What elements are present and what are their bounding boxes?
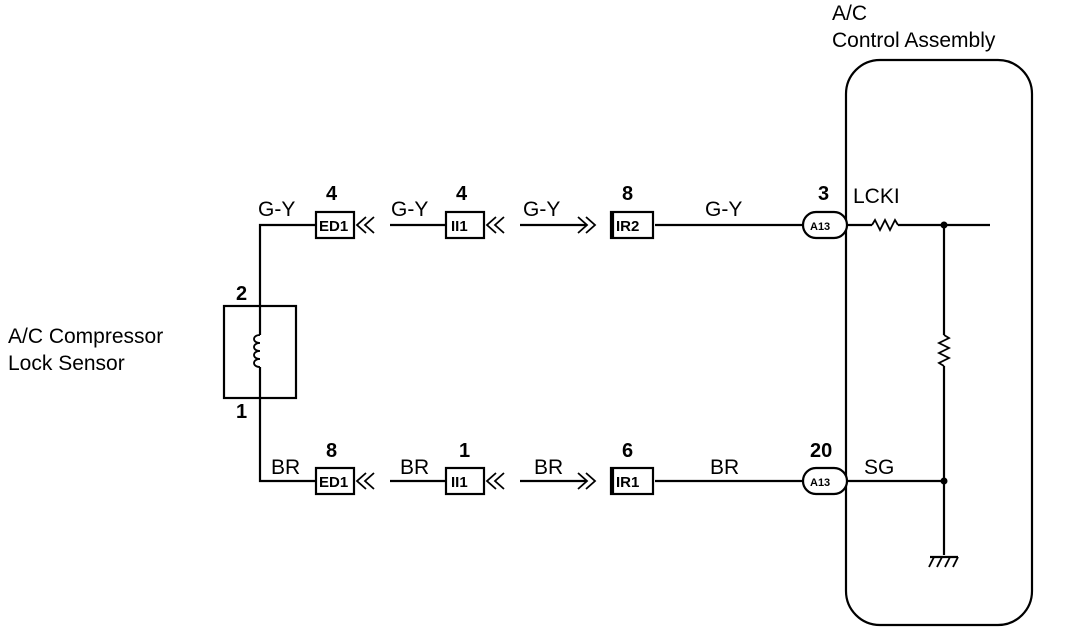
connector-ii1-bottom-code: II1: [451, 474, 468, 491]
sensor-pin-bottom: 1: [236, 401, 247, 423]
connector-ir2-top-code: IR2: [616, 218, 639, 235]
sensor-coil-icon: [253, 334, 261, 368]
ground-icon: [928, 555, 959, 568]
arrow-icon: [485, 216, 505, 234]
wire-color-bottom-2: BR: [400, 456, 429, 479]
arrow-icon: [577, 216, 597, 234]
arrow-icon: [577, 472, 597, 490]
connector-a13-bottom-pin: 20: [810, 440, 832, 462]
arrow-icon: [485, 472, 505, 490]
internal-resistor-icon: [936, 334, 952, 367]
lcki-resistor-icon: [871, 217, 899, 233]
connector-ed1-bottom-pin: 8: [326, 440, 337, 462]
connector-ed1-bottom: [314, 466, 356, 496]
junction-dot-top: [940, 221, 948, 229]
connector-ir2-top: [609, 210, 655, 240]
control-assembly-title-line2: Control Assembly: [832, 29, 996, 52]
connector-ed1-bottom-code: ED1: [319, 474, 348, 491]
connector-ir1-bottom-pin: 6: [622, 440, 633, 462]
connector-ii1-bottom-pin: 1: [459, 440, 470, 462]
connector-ed1-top: [314, 210, 356, 240]
wire-color-top-2: G-Y: [391, 198, 428, 221]
connector-a13-top: [801, 210, 849, 240]
wire-color-bottom-3: BR: [534, 456, 563, 479]
control-assembly-title-line1: A/C: [832, 2, 867, 25]
wire-color-bottom-1: BR: [271, 456, 300, 479]
signal-lcki-label: LCKI: [853, 185, 900, 208]
control-assembly-box: [844, 58, 1034, 627]
arrow-icon: [355, 472, 375, 490]
arrow-icon: [355, 216, 375, 234]
connector-ii1-top-pin: 4: [456, 183, 468, 205]
connector-a13-bottom-code: A13: [810, 477, 830, 489]
wire-color-bottom-4: BR: [710, 456, 739, 479]
connector-ii1-top: [444, 210, 486, 240]
connector-a13-top-code: A13: [810, 221, 830, 233]
connector-ir2-top-pin: 8: [622, 183, 633, 205]
connector-a13-bottom: [801, 466, 849, 496]
junction-dot-bottom: [940, 477, 948, 485]
connector-a13-top-pin: 3: [818, 183, 829, 205]
sensor-pin-top: 2: [236, 283, 247, 305]
connector-ed1-top-pin: 4: [326, 183, 338, 205]
connector-ii1-bottom: [444, 466, 486, 496]
signal-sg-label: SG: [864, 456, 894, 479]
connector-ii1-top-code: II1: [451, 218, 468, 235]
wire-color-top-4: G-Y: [705, 198, 742, 221]
lock-sensor-label-line1: A/C Compressor: [8, 325, 163, 348]
connector-ir1-bottom: [609, 466, 655, 496]
connector-ed1-top-code: ED1: [319, 218, 348, 235]
wire-color-top-3: G-Y: [523, 198, 560, 221]
connector-ir1-bottom-code: IR1: [616, 474, 639, 491]
wire-color-top-1: G-Y: [258, 198, 295, 221]
lock-sensor-label-line2: Lock Sensor: [8, 352, 125, 375]
